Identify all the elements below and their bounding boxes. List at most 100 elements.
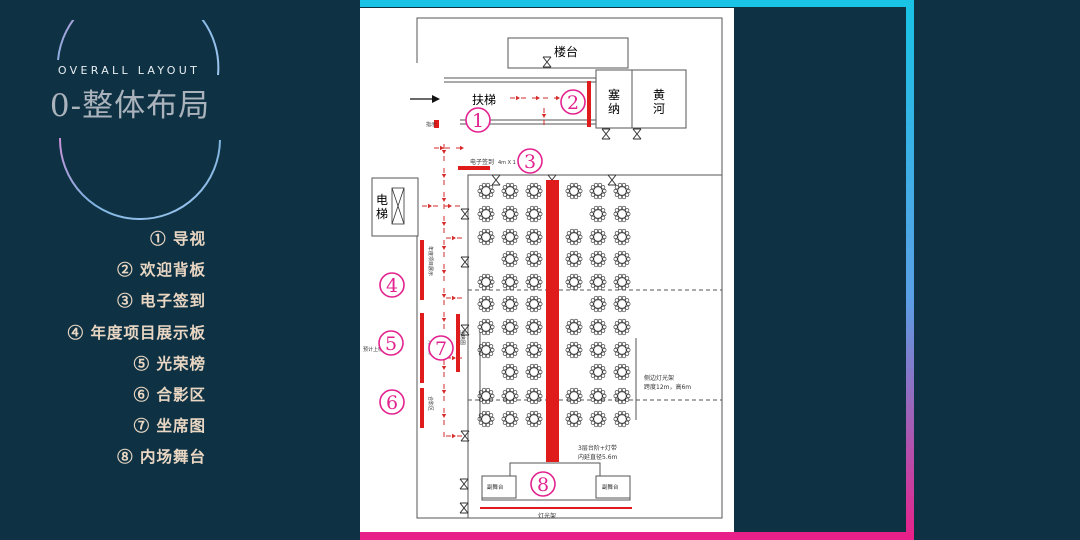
legend-item-welcome-board: ② 欢迎背板: [117, 260, 206, 280]
sub-stage-right-caption: 副舞台: [602, 483, 619, 491]
beam-x-icon: [607, 174, 617, 186]
banquet-table: [477, 228, 495, 246]
project-board: [420, 240, 424, 300]
walls: [371, 17, 723, 519]
entry-arrow-icon: [410, 95, 440, 103]
banquet-table: [589, 387, 607, 405]
legend-item-project-board: ④ 年度项目展示板: [67, 322, 206, 342]
banquet-table: [525, 228, 543, 246]
guide-caption: 指示: [426, 121, 436, 128]
banquet-table: [501, 341, 519, 359]
seating-chart-caption: 坐席图: [459, 330, 466, 345]
banquet-table: [477, 295, 495, 313]
banquet-table: [525, 273, 543, 291]
banquet-table: [501, 205, 519, 223]
marker-6: 6: [379, 389, 405, 415]
marker-4: 4: [379, 272, 405, 298]
banquet-table: [565, 182, 583, 200]
beam-x-icon: [460, 324, 470, 336]
banquet-table: [525, 387, 543, 405]
banquet-table: [525, 318, 543, 336]
beam-x-icon: [460, 208, 470, 220]
legend-list: ① 导视 ② 欢迎背板 ③ 电子签到 ④ 年度项目展示板 ⑤ 光荣榜 ⑥ 合影区…: [68, 226, 206, 476]
svg-text:2: 2: [567, 92, 579, 114]
subtitle: OVERALL LAYOUT: [57, 64, 201, 77]
runway: [546, 180, 559, 462]
beam-x-icon: [601, 128, 611, 140]
legend-item-honor-board: ⑤ 光荣榜: [133, 353, 206, 373]
marker-group: 1 2 3 4 5 6 7 8: [378, 89, 586, 497]
banquet-table: [477, 318, 495, 336]
banquet-table: [613, 410, 631, 428]
banquet-table: [477, 273, 495, 291]
banquet-table: [613, 387, 631, 405]
project-board-caption: 年度项目展示: [427, 246, 434, 276]
banquet-table: [565, 410, 583, 428]
banquet-table: [589, 363, 607, 381]
flow-arrows: [422, 95, 570, 439]
banquet-table: [589, 273, 607, 291]
svg-text:4: 4: [386, 275, 398, 297]
banquet-table: [477, 387, 495, 405]
elevator-icon: [391, 187, 405, 225]
banquet-table: [477, 410, 495, 428]
banquet-table: [613, 205, 631, 223]
beam-x-icon: [542, 56, 552, 68]
title-ring-icon: [57, 20, 221, 220]
huanghe-room-label: 黄河: [653, 88, 665, 116]
beam-x-icon: [491, 174, 501, 186]
marker-2: 2: [560, 89, 586, 115]
banquet-table: [565, 387, 583, 405]
beam-x-icon: [460, 430, 470, 442]
photo-area-caption: 合影区: [427, 396, 434, 411]
side-truss-caption-1: 侧边灯光架: [644, 374, 674, 382]
marker-7: 7: [428, 335, 454, 361]
legend-item-sign-in: ③ 电子签到: [117, 291, 206, 311]
legend-item-photo-area: ⑥ 合影区: [133, 384, 206, 404]
sign-in-size-caption: 4m X 1: [498, 160, 516, 166]
svg-text:6: 6: [386, 392, 398, 414]
stage-note-caption-2: 内延直径5.6m: [578, 453, 618, 461]
legend-item-guide: ① 导视: [150, 229, 206, 248]
guide-sign: [434, 120, 439, 128]
marker-5: 5: [378, 330, 404, 356]
banquet-table: [501, 228, 519, 246]
sauna-room-label: 塞纳: [608, 87, 620, 116]
light-frame-caption: 灯光架: [538, 512, 556, 520]
banquet-table: [525, 182, 543, 200]
svg-text:5: 5: [385, 333, 397, 355]
banquet-table: [525, 363, 543, 381]
banquet-table: [613, 182, 631, 200]
honor-board: [420, 313, 424, 383]
banquet-table: [477, 205, 495, 223]
banquet-table: [477, 182, 495, 200]
banquet-table: [613, 295, 631, 313]
beam-x-icon: [460, 256, 470, 268]
banquet-table: [565, 273, 583, 291]
banquet-table: [501, 318, 519, 336]
beam-symbols: [459, 56, 642, 514]
banquet-table: [589, 182, 607, 200]
beam-x-icon: [459, 478, 469, 490]
banquet-table: [525, 341, 543, 359]
banquet-table: [501, 363, 519, 381]
elevator-label: 电梯: [376, 193, 388, 221]
marker-1: 1: [465, 107, 491, 133]
banquet-table: [589, 318, 607, 336]
banquet-table: [589, 250, 607, 268]
banquet-table: [501, 182, 519, 200]
welcome-board: [587, 81, 591, 127]
marker-3: 3: [517, 148, 543, 174]
banquet-table: [613, 341, 631, 359]
svg-text:8: 8: [537, 474, 549, 496]
banquet-table: [589, 205, 607, 223]
banquet-table: [613, 250, 631, 268]
banquet-table: [525, 295, 543, 313]
banquet-table: [613, 363, 631, 381]
banquet-table: [589, 341, 607, 359]
banquet-table: [501, 273, 519, 291]
floor-plan-panel: 楼台 扶梯 塞纳 黄河 电梯 电子签到 4m X 1 指示 年度项目展示 光荣榜…: [360, 8, 734, 532]
escalator-label: 扶梯: [472, 92, 496, 107]
banquet-table: [477, 341, 495, 359]
page-title: 0-整体布局: [49, 88, 211, 124]
